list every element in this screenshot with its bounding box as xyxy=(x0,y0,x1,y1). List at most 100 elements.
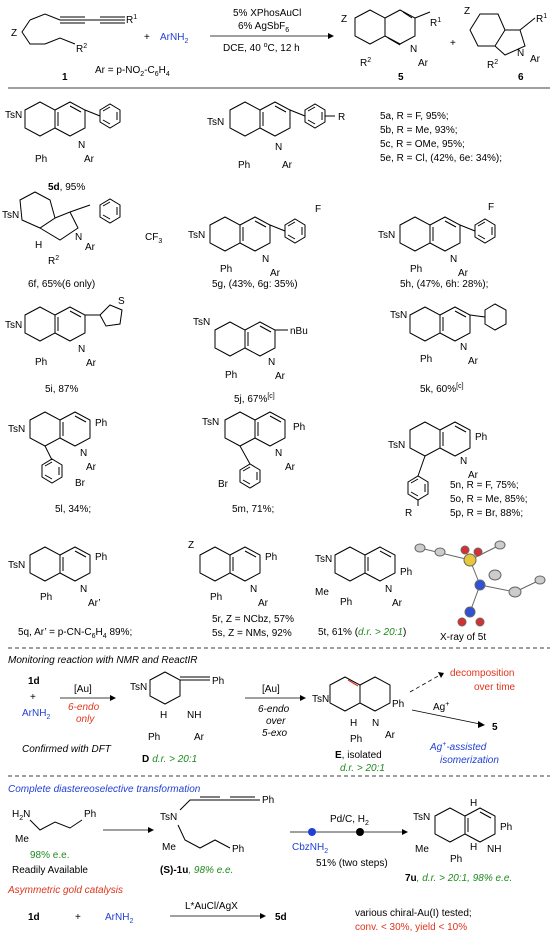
svg-text:TsN: TsN xyxy=(378,230,395,241)
svg-text:1d: 1d xyxy=(28,912,40,923)
svg-text:isomerization: isomerization xyxy=(440,755,499,766)
svg-text:only: only xyxy=(76,714,95,725)
r1-label: R1 xyxy=(126,14,137,26)
compound-5i: S TsN Ph N Ar 5i, 87% xyxy=(5,296,125,395)
svg-text:R2: R2 xyxy=(360,57,371,69)
compound-5l: TsN Ph N Ar Br 5l, 34%; xyxy=(8,411,107,515)
svg-text:Ar: Ar xyxy=(85,242,96,253)
svg-text:Ph: Ph xyxy=(420,354,432,365)
svg-text:5-exo: 5-exo xyxy=(262,728,287,739)
svg-text:Br: Br xyxy=(75,478,86,489)
svg-text:Ph: Ph xyxy=(35,357,47,368)
asymmetric-title: Asymmetric gold catalysis xyxy=(7,885,123,896)
svg-text:Ag+: Ag+ xyxy=(433,701,449,713)
svg-text:Ar: Ar xyxy=(84,154,95,165)
condition-additive: 6% AgSbF6 xyxy=(238,21,289,34)
svg-text:Ar: Ar xyxy=(530,54,541,65)
svg-text:5n, R = F, 75%;: 5n, R = F, 75%; xyxy=(450,480,519,491)
condition-catalyst: 5% XPhosAuCl xyxy=(233,8,301,19)
svg-text:6f, 65%(6 only): 6f, 65%(6 only) xyxy=(28,279,95,290)
svg-text:5d: 5d xyxy=(275,912,287,923)
svg-text:5k, 60%[c]: 5k, 60%[c] xyxy=(420,383,464,395)
svg-text:Me: Me xyxy=(162,842,176,853)
svg-text:Ph: Ph xyxy=(400,567,412,578)
svg-text:Ar: Ar xyxy=(270,268,281,279)
svg-text:X-ray of 5t: X-ray of 5t xyxy=(440,632,486,643)
svg-text:TsN: TsN xyxy=(160,812,177,823)
svg-text:Ph: Ph xyxy=(392,699,404,710)
svg-text:N: N xyxy=(78,344,85,355)
svg-text:Ph: Ph xyxy=(232,844,244,855)
svg-text:5c, R = OMe, 95%;: 5c, R = OMe, 95%; xyxy=(380,139,465,150)
svg-text:N: N xyxy=(450,254,457,265)
arrow-ag-isomerization xyxy=(411,709,481,725)
svg-text:5t, 61% (d.r. > 20:1): 5t, 61% (d.r. > 20:1) xyxy=(318,627,406,638)
svg-text:d.r. > 20:1: d.r. > 20:1 xyxy=(340,763,385,774)
svg-text:[Au]: [Au] xyxy=(262,684,280,695)
svg-text:Ar: Ar xyxy=(86,358,97,369)
svg-text:H: H xyxy=(160,710,167,721)
svg-text:Ph: Ph xyxy=(35,154,47,165)
svg-text:[Au]: [Au] xyxy=(74,684,92,695)
svg-text:TsN: TsN xyxy=(207,117,224,128)
svg-text:Me: Me xyxy=(415,844,429,855)
svg-text:Z: Z xyxy=(341,14,347,25)
svg-text:R2: R2 xyxy=(487,59,498,71)
svg-text:H: H xyxy=(470,842,477,853)
svg-text:CF3: CF3 xyxy=(145,232,162,245)
svg-text:Ph: Ph xyxy=(340,597,352,608)
svg-text:7u, d.r. > 20:1, 98% e.e.: 7u, d.r. > 20:1, 98% e.e. xyxy=(405,873,512,884)
svg-text:N: N xyxy=(262,254,269,265)
svg-text:decomposition: decomposition xyxy=(450,668,514,679)
svg-text:Pd/C, H2: Pd/C, H2 xyxy=(330,814,369,827)
svg-text:N: N xyxy=(517,48,524,59)
svg-text:N: N xyxy=(460,456,467,467)
svg-text:N: N xyxy=(275,142,282,153)
svg-text:R1: R1 xyxy=(430,17,441,29)
svg-text:1d: 1d xyxy=(28,676,40,687)
svg-text:Ph: Ph xyxy=(225,370,237,381)
svg-text:R2: R2 xyxy=(48,255,59,267)
svg-text:over: over xyxy=(266,716,286,727)
svg-text:Ar: Ar xyxy=(418,58,429,69)
svg-text:N: N xyxy=(80,448,87,459)
svg-text:5o, R = Me, 85%;: 5o, R = Me, 85%; xyxy=(450,494,528,505)
svg-text:TsN: TsN xyxy=(130,682,147,693)
svg-text:Ph: Ph xyxy=(220,264,232,275)
compound-5n-5p: TsN Ph N Ar R 5n, R = F, 75%; 5o, R = Me… xyxy=(388,421,528,519)
svg-text:N: N xyxy=(275,448,282,459)
svg-text:Ph: Ph xyxy=(500,822,512,833)
svg-text:TsN: TsN xyxy=(390,310,407,321)
svg-text:conv. < 30%, yield < 10%: conv. < 30%, yield < 10% xyxy=(355,922,467,933)
svg-text:L*AuCl/AgX: L*AuCl/AgX xyxy=(185,901,238,912)
z-label: Z xyxy=(11,28,17,39)
svg-text:Ph: Ph xyxy=(84,809,96,820)
svg-text:ArNH2: ArNH2 xyxy=(22,708,50,721)
svg-text:5s, Z = NMs, 92%: 5s, Z = NMs, 92% xyxy=(212,628,292,639)
svg-text:H: H xyxy=(470,798,477,809)
conditions-arrow: 5% XPhosAuCl 6% AgSbF6 DCE, 40 oC, 12 h xyxy=(210,8,334,54)
substrate-S-1u: TsN Ph Me Ph (S)-1u, 98% e.e. xyxy=(160,795,274,876)
svg-text:various chiral-Au(I) tested;: various chiral-Au(I) tested; xyxy=(355,908,472,919)
svg-text:TsN: TsN xyxy=(8,424,25,435)
svg-text:5h, (47%, 6h: 28%);: 5h, (47%, 6h: 28%); xyxy=(400,279,488,290)
svg-text:nBu: nBu xyxy=(290,326,308,337)
svg-text:N: N xyxy=(78,140,85,151)
svg-text:Z: Z xyxy=(188,540,194,551)
svg-text:5b, R = Me, 93%;: 5b, R = Me, 93%; xyxy=(380,125,458,136)
svg-text:Ph: Ph xyxy=(450,854,462,865)
compound-5g: TsN F Ph N Ar 5g, (43%, 6g: 35%) xyxy=(188,204,321,290)
arrow-decomposition xyxy=(409,674,441,693)
svg-text:Ph: Ph xyxy=(410,264,422,275)
svg-text:Ph: Ph xyxy=(95,418,107,429)
svg-text:NH: NH xyxy=(487,844,501,855)
svg-text:TsN: TsN xyxy=(413,812,430,823)
step2-dot xyxy=(356,828,364,836)
svg-text:E, isolated: E, isolated xyxy=(335,750,382,761)
svg-text:Ph: Ph xyxy=(148,732,160,743)
xray-structure-image: X-ray of 5t xyxy=(414,540,546,643)
compound-5-label: 5 xyxy=(398,72,404,83)
product-5-structure: Z R1 N Ar R2 5 xyxy=(341,9,441,83)
